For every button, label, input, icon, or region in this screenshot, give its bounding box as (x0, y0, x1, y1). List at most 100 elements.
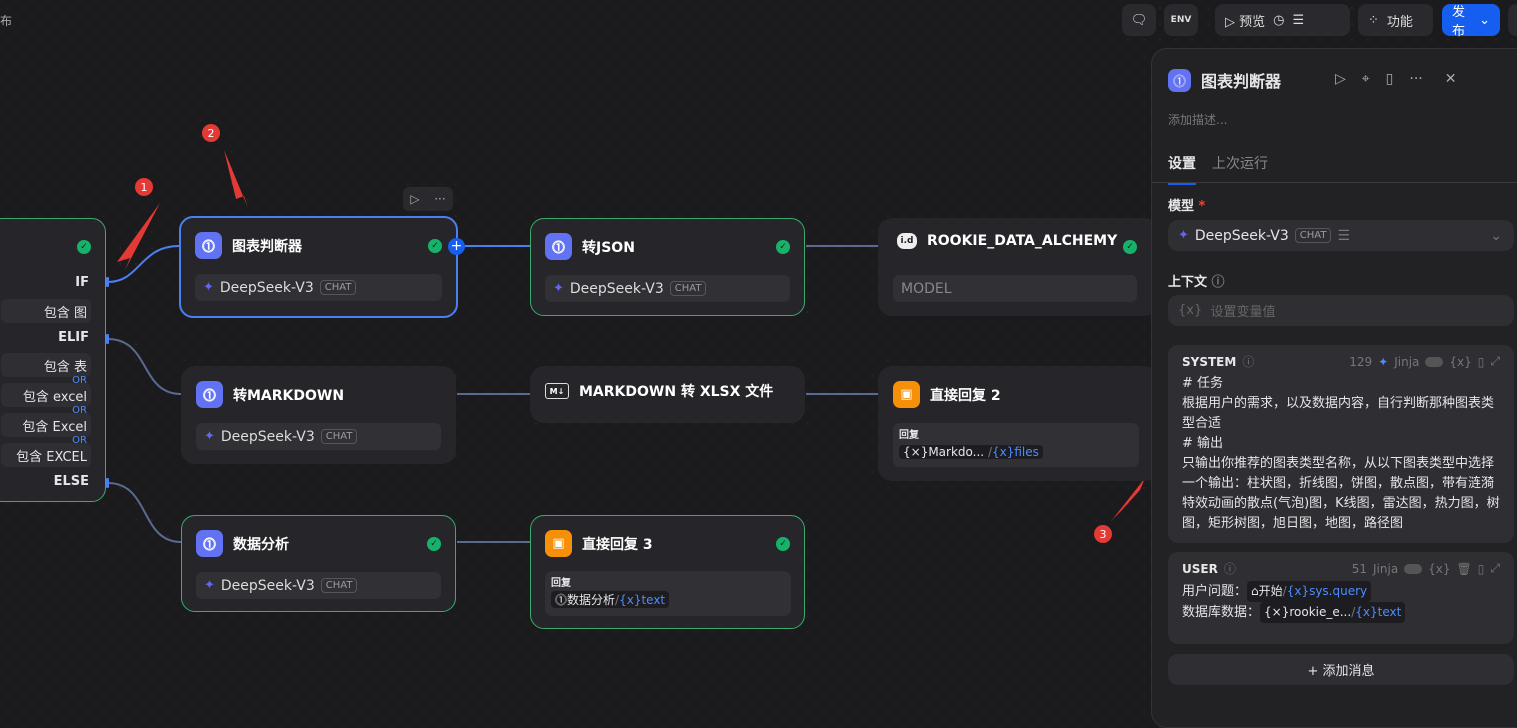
copy-icon[interactable]: ▯ (1477, 354, 1485, 369)
checklist-icon[interactable]: ☰ (1292, 12, 1305, 28)
condition-text: 包含 表 (43, 359, 87, 375)
breadcrumb-fragment: 布 (0, 14, 13, 28)
panel-title[interactable]: 图表判断器 (1201, 72, 1282, 91)
reply-label: 回复 (551, 578, 571, 589)
var-source: 开始 (1258, 584, 1283, 598)
node-title: 数据分析 (233, 536, 289, 553)
variable-icon: {x} (1178, 303, 1203, 318)
tab-settings[interactable]: 设置 (1168, 153, 1196, 185)
more-icon[interactable]: ··· (1409, 71, 1423, 87)
port[interactable] (106, 277, 109, 287)
markdown-to-xlsx-node[interactable]: M↓ MARKDOWN 转 XLSX 文件 (530, 366, 805, 423)
or-label: OR (72, 435, 87, 446)
context-variable-input[interactable]: {x} 设置变量值 (1168, 295, 1514, 326)
more-icon[interactable]: ··· (434, 192, 446, 206)
required-mark: * (1198, 199, 1206, 214)
docs-icon[interactable]: ▯ (1385, 71, 1394, 87)
variable-icon[interactable]: {x} (1449, 354, 1472, 369)
port[interactable] (106, 334, 109, 344)
deepseek-icon: ✦ (204, 578, 215, 593)
condition[interactable]: 包含 EXCEL (1, 443, 91, 467)
jinja-toggle[interactable] (1404, 563, 1423, 574)
help-icon: ⓘ (1242, 355, 1255, 369)
success-check-icon: ✓ (1123, 240, 1137, 254)
variable-icon[interactable]: {x} (1428, 561, 1451, 576)
node-settings-panel: ⓵ 图表判断器 ▷⌖▯···✕ 添加描述... 设置 上次运行 模型 * ✦De… (1151, 48, 1517, 728)
model-name: DeepSeek-V3 (220, 577, 315, 594)
port[interactable] (106, 478, 109, 488)
reply-icon: ▣ (545, 530, 572, 557)
markdown-icon: M↓ (545, 383, 569, 399)
env-icon: ENV (1170, 15, 1192, 25)
publish-button[interactable]: 发布 ⌄ (1442, 4, 1500, 39)
role-selector[interactable]: USER (1182, 561, 1218, 576)
expand-icon[interactable]: ⤢ (1490, 354, 1500, 368)
more-button[interactable] (1508, 4, 1517, 36)
env-button[interactable]: ENV (1164, 4, 1198, 36)
condition[interactable]: 包含 excel (1, 383, 91, 407)
help-icon: ⓘ (1211, 275, 1225, 290)
jinja-label: Jinja (1394, 354, 1420, 369)
locate-icon[interactable]: ⌖ (1361, 71, 1370, 87)
features-icon: ⁘ (1368, 12, 1379, 28)
var-name: text (1377, 605, 1402, 619)
condition-text: 包含 Excel (22, 419, 87, 435)
prompt-text: 用户问题： (1182, 584, 1248, 599)
expand-icon[interactable]: ⤢ (1490, 561, 1500, 575)
description-input[interactable]: 添加描述... (1168, 113, 1228, 127)
preview-button[interactable]: ▷ 预览 (1225, 14, 1266, 30)
history-icon[interactable]: ◷ (1273, 12, 1285, 28)
or-label: OR (72, 375, 87, 386)
tab-last-run[interactable]: 上次运行 (1212, 156, 1268, 172)
deepseek-icon: ✦ (204, 429, 215, 444)
var-name: files (1014, 445, 1039, 459)
features-label: 功能 (1386, 14, 1413, 30)
model-label: 模型 (1168, 199, 1195, 214)
close-icon[interactable]: ✕ (1444, 71, 1457, 87)
model-name: DeepSeek-V3 (219, 279, 314, 296)
divider (1152, 182, 1517, 183)
direct-reply-2-node[interactable]: ▣直接回复 2 回复 {×}Markdo... /{x}files (878, 366, 1158, 481)
condition[interactable]: 包含 表 (1, 353, 91, 377)
condition[interactable]: 包含 Excel (1, 413, 91, 437)
deepseek-icon: ✦ (553, 281, 564, 296)
var-name: text (641, 593, 666, 607)
direct-reply-3-node[interactable]: ▣直接回复 3 ✓ 回复 ⓵数据分析/{x}text (530, 515, 805, 629)
condition[interactable]: 包含 图 (1, 299, 91, 323)
llm-icon: ⓵ (1168, 68, 1191, 92)
comment-toggle-button[interactable]: 🗨 (1122, 4, 1156, 36)
run-icon[interactable]: ▷ (1335, 71, 1346, 87)
model-name: DeepSeek-V3 (1194, 227, 1289, 244)
token-count: 51 (1351, 561, 1367, 576)
jinja-toggle[interactable] (1425, 356, 1444, 367)
add-message-button[interactable]: + 添加消息 (1168, 654, 1514, 685)
variable-ref: ⓵数据分析/{x}text (551, 591, 670, 608)
delete-icon[interactable]: 🗑 (1456, 561, 1472, 576)
ai-generate-icon[interactable]: ✦ (1378, 354, 1389, 369)
annotation-marker: 3 (1094, 525, 1112, 543)
node-title: MARKDOWN 转 XLSX 文件 (579, 384, 774, 400)
if-else-node[interactable]: ✓ IF 包含 图 ELIF 包含 表 OR 包含 excel OR 包含 Ex… (0, 218, 106, 502)
copy-icon[interactable]: ▯ (1477, 561, 1485, 576)
prompt-text[interactable]: # 任务 根据用户的需求，以及数据内容，自行判断那种图表类型合适 # 输出 只输… (1182, 374, 1500, 534)
chat-badge: CHAT (320, 578, 358, 593)
add-node-plus-icon[interactable]: + (448, 238, 465, 255)
model-name: DeepSeek-V3 (220, 428, 315, 445)
publish-label: 发布 (1452, 5, 1466, 39)
deepseek-icon: ✦ (203, 280, 214, 295)
condition-text: 包含 图 (43, 305, 87, 321)
node-toolbar: ▷ ··· (403, 187, 453, 211)
features-button[interactable]: ⁘ 功能 (1358, 4, 1433, 36)
chevron-down-icon: ⌄ (1479, 12, 1490, 28)
condition-text: 包含 excel (22, 389, 87, 405)
params-icon[interactable]: ☰ (1337, 227, 1350, 244)
run-icon[interactable]: ▷ (410, 192, 420, 206)
